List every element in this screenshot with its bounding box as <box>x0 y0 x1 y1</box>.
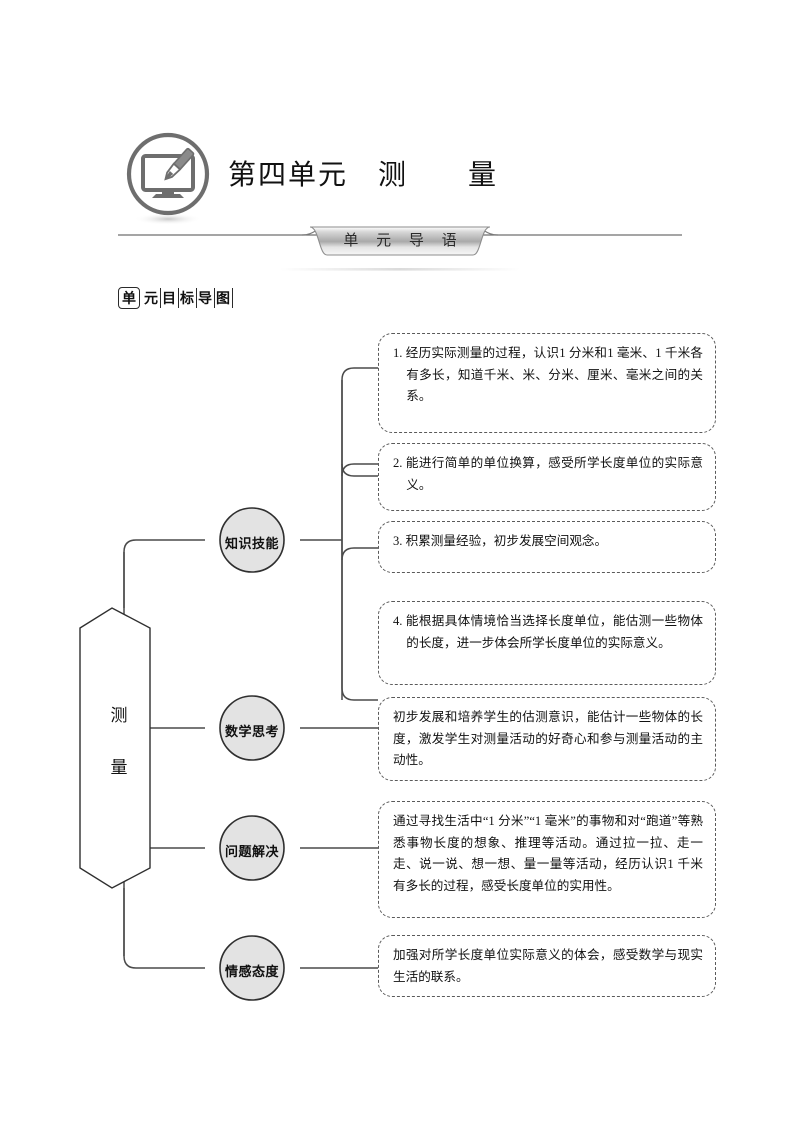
root-node-char-2: 量 <box>110 758 128 777</box>
content-box-problem-solving: 通过寻找生活中“1 分米”“1 毫米”的事物和对“跑道”等熟悉事物长度的想象、推… <box>378 801 716 918</box>
node-label-problem-solving[interactable]: 问题解决 <box>224 844 279 859</box>
content-text: 4. 能根据具体情境恰当选择长度单位，能估测一些物体的长度，进一步体会所学长度单… <box>393 614 703 650</box>
section-label-char-4: 导 <box>197 288 215 308</box>
node-label-math-thinking[interactable]: 数学思考 <box>224 724 279 739</box>
root-node-label: 测 量 <box>88 690 150 794</box>
section-label-char-2: 目 <box>161 288 179 308</box>
page-title: 第四单元 测 量 <box>228 160 499 191</box>
root-node-char-1: 测 <box>110 706 128 725</box>
monitor-pencil-icon <box>118 130 218 230</box>
content-text: 3. 积累测量经验，初步发展空间观念。 <box>393 534 608 548</box>
content-box-knowledge-1: 1. 经历实际测量的过程，认识1 分米和1 毫米、1 千米各有多长，知道千米、米… <box>378 333 716 433</box>
content-text: 2. 能进行简单的单位换算，感受所学长度单位的实际意义。 <box>393 456 703 492</box>
unit-header: 第四单元 测 量 <box>110 125 710 235</box>
section-label-unit-goal-map: 单 元目标导图 <box>118 287 233 309</box>
section-label-char-5: 图 <box>215 288 233 308</box>
content-text: 1. 经历实际测量的过程，认识1 分米和1 毫米、1 千米各有多长，知道千米、米… <box>393 346 703 404</box>
section-label-first-char: 单 <box>118 287 140 309</box>
banner-ribbon-icon <box>118 226 682 271</box>
section-label-char-3: 标 <box>179 288 197 308</box>
content-box-knowledge-3: 3. 积累测量经验，初步发展空间观念。 <box>378 521 716 573</box>
mindmap-nodes <box>219 507 285 1001</box>
content-text: 初步发展和培养学生的估测意识，能估计一些物体的长度，激发学生对测量活动的好奇心和… <box>393 710 703 768</box>
section-label-rest: 元目标导图 <box>143 288 233 308</box>
content-box-knowledge-4: 4. 能根据具体情境恰当选择长度单位，能估测一些物体的长度，进一步体会所学长度单… <box>378 601 716 685</box>
content-text: 加强对所学长度单位实际意义的体会，感受数学与现实生活的联系。 <box>393 948 703 984</box>
content-box-math-thinking: 初步发展和培养学生的估测意识，能估计一些物体的长度，激发学生对测量活动的好奇心和… <box>378 697 716 781</box>
node-label-affective-attitude[interactable]: 情感态度 <box>224 964 279 979</box>
node-label-knowledge-skills[interactable]: 知识技能 <box>224 536 279 551</box>
content-box-affective-attitude: 加强对所学长度单位实际意义的体会，感受数学与现实生活的联系。 <box>378 935 716 997</box>
content-box-knowledge-2: 2. 能进行简单的单位换算，感受所学长度单位的实际意义。 <box>378 443 716 511</box>
content-text: 通过寻找生活中“1 分米”“1 毫米”的事物和对“跑道”等熟悉事物长度的想象、推… <box>393 814 703 893</box>
section-label-char-1: 元 <box>143 288 161 308</box>
